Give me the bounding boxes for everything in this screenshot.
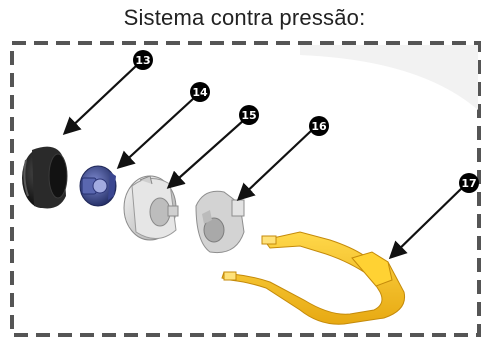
badge-15-label: 15 <box>241 109 256 122</box>
badge-15: 15 <box>239 105 259 125</box>
badge-17: 17 <box>459 173 479 193</box>
badge-13-label: 13 <box>135 54 150 67</box>
diagram-title: Sistema contra pressão: <box>123 5 366 30</box>
badge-14-label: 14 <box>192 86 208 99</box>
background-sheen <box>300 45 478 110</box>
part-17-lever <box>221 231 406 325</box>
badge-14: 14 <box>190 82 210 102</box>
callout-arrow-13 <box>62 65 137 136</box>
part-16-cam <box>195 190 245 254</box>
part-14-hub <box>79 165 117 207</box>
part-13-seal <box>22 146 68 209</box>
callout-arrow-15 <box>166 119 245 189</box>
part-15-housing <box>123 175 179 241</box>
badge-16-label: 16 <box>311 120 327 133</box>
callout-arrow-14 <box>116 97 195 169</box>
badge-17-label: 17 <box>461 177 476 190</box>
callout-arrow-16 <box>236 129 313 202</box>
badge-13: 13 <box>133 50 153 70</box>
dashed-frame <box>10 41 481 337</box>
badge-16: 16 <box>309 116 329 136</box>
callout-arrow-17 <box>388 185 465 260</box>
